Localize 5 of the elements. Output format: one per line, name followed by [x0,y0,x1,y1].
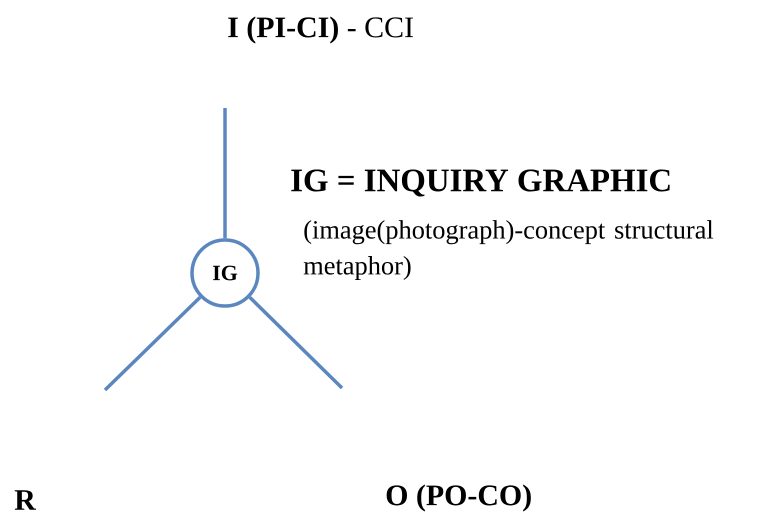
triad-label: R [14,490,36,510]
triad-label: O (PO-CO) [386,484,531,512]
heading: IG = INQUIRY GRAPHIC [291,169,670,197]
description: (image(photograph)-concept structural metaphor) [304,220,714,280]
triad-label: I (PI-CI) - CCI [228,16,413,44]
